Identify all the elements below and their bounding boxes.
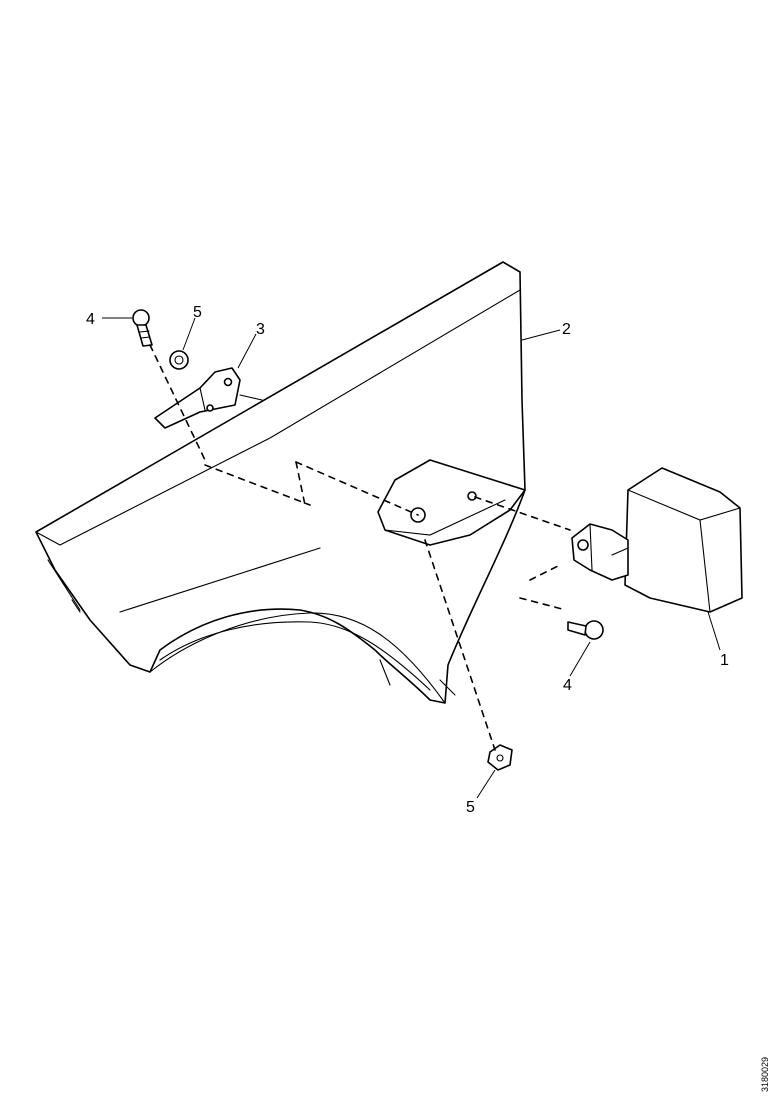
callout-4-top: 4: [86, 311, 95, 328]
leader-lines: [102, 317, 721, 799]
mirror-assembly: [571, 467, 743, 613]
callout-4-bottom: 4: [563, 677, 572, 694]
callout-1: 1: [720, 652, 729, 669]
bolt-bottom: [567, 620, 604, 640]
callout-3: 3: [256, 321, 265, 338]
fender-panel: [35, 261, 526, 704]
mounting-bracket: [154, 367, 263, 429]
bolt-top: [132, 309, 153, 347]
nut-bottom: [487, 744, 513, 771]
callout-2: 2: [562, 321, 571, 338]
callout-5-top: 5: [193, 304, 202, 321]
drawing-reference: 3180029: [760, 1057, 770, 1092]
nut-top: [169, 350, 189, 370]
assembly-lines: [149, 344, 571, 751]
callout-5-bottom: 5: [466, 799, 475, 816]
